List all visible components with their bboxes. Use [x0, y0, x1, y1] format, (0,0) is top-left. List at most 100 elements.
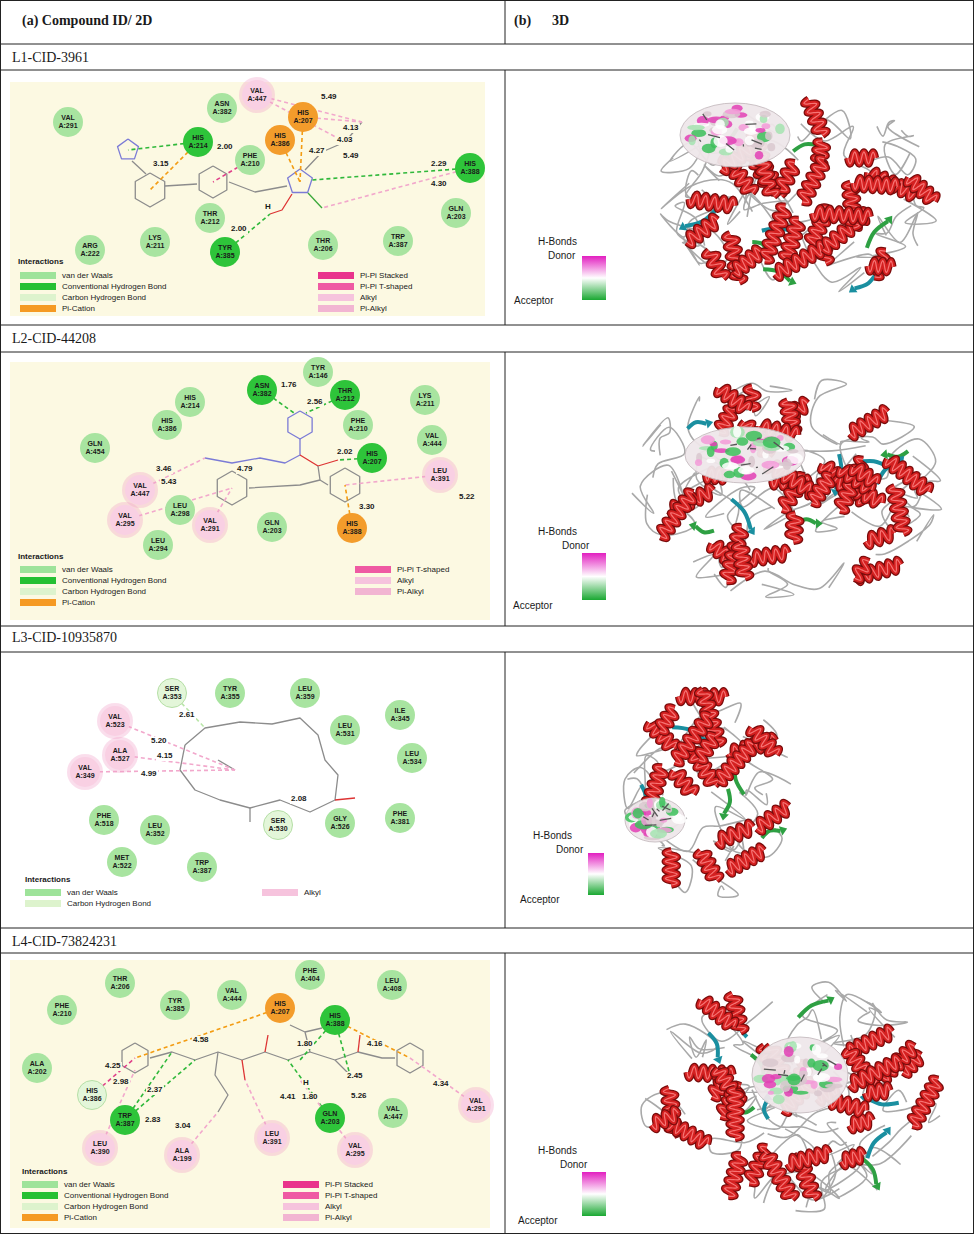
bond	[358, 1035, 360, 1052]
bond	[229, 182, 287, 192]
strand-arrowhead	[689, 521, 697, 531]
residue-circle: HIS A:386	[265, 125, 295, 155]
residue-circle: THR A:212	[330, 380, 360, 410]
residue-circle: HIS A:207	[357, 443, 387, 473]
legend-label: Conventional Hydrogen Bond	[62, 282, 167, 291]
residue-circle: SER A:353	[157, 678, 187, 708]
table-rule	[0, 352, 974, 353]
residue-circle: VAL A:291	[461, 1090, 491, 1120]
residue-circle: THR A:206	[105, 968, 135, 998]
legend-item: Pi-Pi Stacked	[283, 1180, 373, 1189]
residue-circle: LEU A:391	[425, 460, 455, 490]
table-rule	[0, 1233, 974, 1234]
interaction-line	[115, 721, 235, 770]
residue-label: TYR A:355	[218, 685, 242, 701]
alpha-helix	[868, 260, 893, 272]
residue-label: THR A:212	[198, 210, 222, 226]
residue-circle: PHE A:210	[47, 995, 77, 1025]
hbond-gradient-bar	[582, 256, 606, 300]
residue-circle: VAL A:447	[242, 80, 272, 110]
residue-label: PHE A:210	[50, 1002, 74, 1018]
residue-circle: VAL A:444	[417, 425, 447, 455]
residue-label: LYS A:211	[143, 234, 167, 250]
residue-circle: HIS A:386	[77, 1080, 107, 1110]
legend-item: van der Waals	[20, 271, 113, 280]
interaction-line	[85, 770, 235, 772]
legend-swatch	[22, 1214, 58, 1221]
legend-label: Alkyl	[397, 576, 414, 585]
residue-label: VAL A:444	[420, 432, 444, 448]
legend-label: Pi-Cation	[62, 304, 95, 313]
strand-arrowhead	[849, 284, 858, 292]
residue-circle: THR A:212	[195, 203, 225, 233]
residue-circle: PHE A:210	[235, 145, 265, 175]
distance-label: 4.34	[432, 1080, 450, 1089]
residue-circle: LEU A:359	[290, 678, 320, 708]
residue-label: ILE A:345	[388, 707, 412, 723]
residue-label: ASN A:382	[250, 382, 274, 398]
residue-circle: ALA A:199	[167, 1140, 197, 1170]
bond	[320, 480, 328, 485]
scale-label: Donor	[562, 540, 589, 551]
residue-label: LEU A:391	[428, 467, 452, 483]
residue-circle: LEU A:294	[143, 530, 173, 560]
legend-item: Pi-Cation	[20, 304, 95, 313]
coil	[762, 568, 794, 597]
residue-circle: TRP A:387	[110, 1105, 140, 1135]
residue-circle: HIS A:386	[152, 410, 182, 440]
legend-label: Carbon Hydrogen Bond	[67, 899, 151, 908]
alpha-helix	[800, 158, 826, 203]
distance-label: 5.49	[342, 152, 360, 161]
distance-label: 5.20	[150, 737, 168, 746]
distance-label: 3.30	[358, 503, 376, 512]
residue-label: ALA A:199	[170, 1147, 194, 1163]
distance-label: 4.15	[156, 752, 174, 761]
distance-label: 4.16	[366, 1040, 384, 1049]
residue-circle: VAL A:447	[378, 1098, 408, 1128]
distance-label: 2.08	[290, 795, 308, 804]
legend-label: van der Waals	[62, 271, 113, 280]
beta-strand	[867, 221, 888, 248]
distance-label: 3.15	[152, 160, 170, 169]
alpha-helix	[687, 216, 717, 245]
residue-label: ASN A:382	[210, 100, 234, 116]
legend-swatch	[355, 577, 391, 584]
bond	[300, 455, 338, 466]
scale-label: Acceptor	[518, 1215, 557, 1226]
alpha-helix	[855, 560, 869, 581]
alpha-helix	[810, 474, 832, 504]
residue-circle: LEU A:534	[397, 743, 427, 773]
residue-label: GLN A:203	[444, 205, 468, 221]
legend-swatch	[318, 283, 354, 290]
distance-label: 2.83	[144, 1116, 162, 1125]
residue-circle: THR A:206	[308, 230, 338, 260]
alpha-helix	[749, 728, 780, 755]
legend-label: van der Waals	[67, 888, 118, 897]
residue-circle: VAL A:295	[340, 1135, 370, 1165]
residue-label: THR A:212	[333, 387, 357, 403]
alpha-helix	[652, 1109, 678, 1130]
residue-label: VAL A:295	[343, 1142, 367, 1158]
residue-circle: ILE A:345	[385, 700, 415, 730]
residue-label: HIS A:214	[186, 134, 210, 150]
residue-label: LEU A:352	[143, 822, 167, 838]
alpha-helix	[906, 178, 937, 201]
legend-swatch	[318, 272, 354, 279]
alpha-helix	[779, 162, 797, 191]
table-rule	[0, 626, 974, 627]
residue-label: HIS A:214	[178, 394, 202, 410]
distance-label: 2.00	[216, 143, 234, 152]
residue-label: LEU A:391	[260, 1130, 284, 1146]
residue-label: VAL A:291	[56, 114, 80, 130]
bond	[205, 439, 300, 463]
scale-label: H-Bonds	[538, 236, 577, 247]
strand-arrowhead	[880, 449, 888, 459]
residue-circle: VAL A:291	[195, 510, 225, 540]
bond	[305, 122, 362, 170]
residue-circle: ASN A:382	[247, 375, 277, 405]
legend-title: Interactions	[22, 1168, 67, 1177]
distance-label: 2.61	[178, 711, 196, 720]
distance-label: 1.80	[296, 1040, 314, 1049]
